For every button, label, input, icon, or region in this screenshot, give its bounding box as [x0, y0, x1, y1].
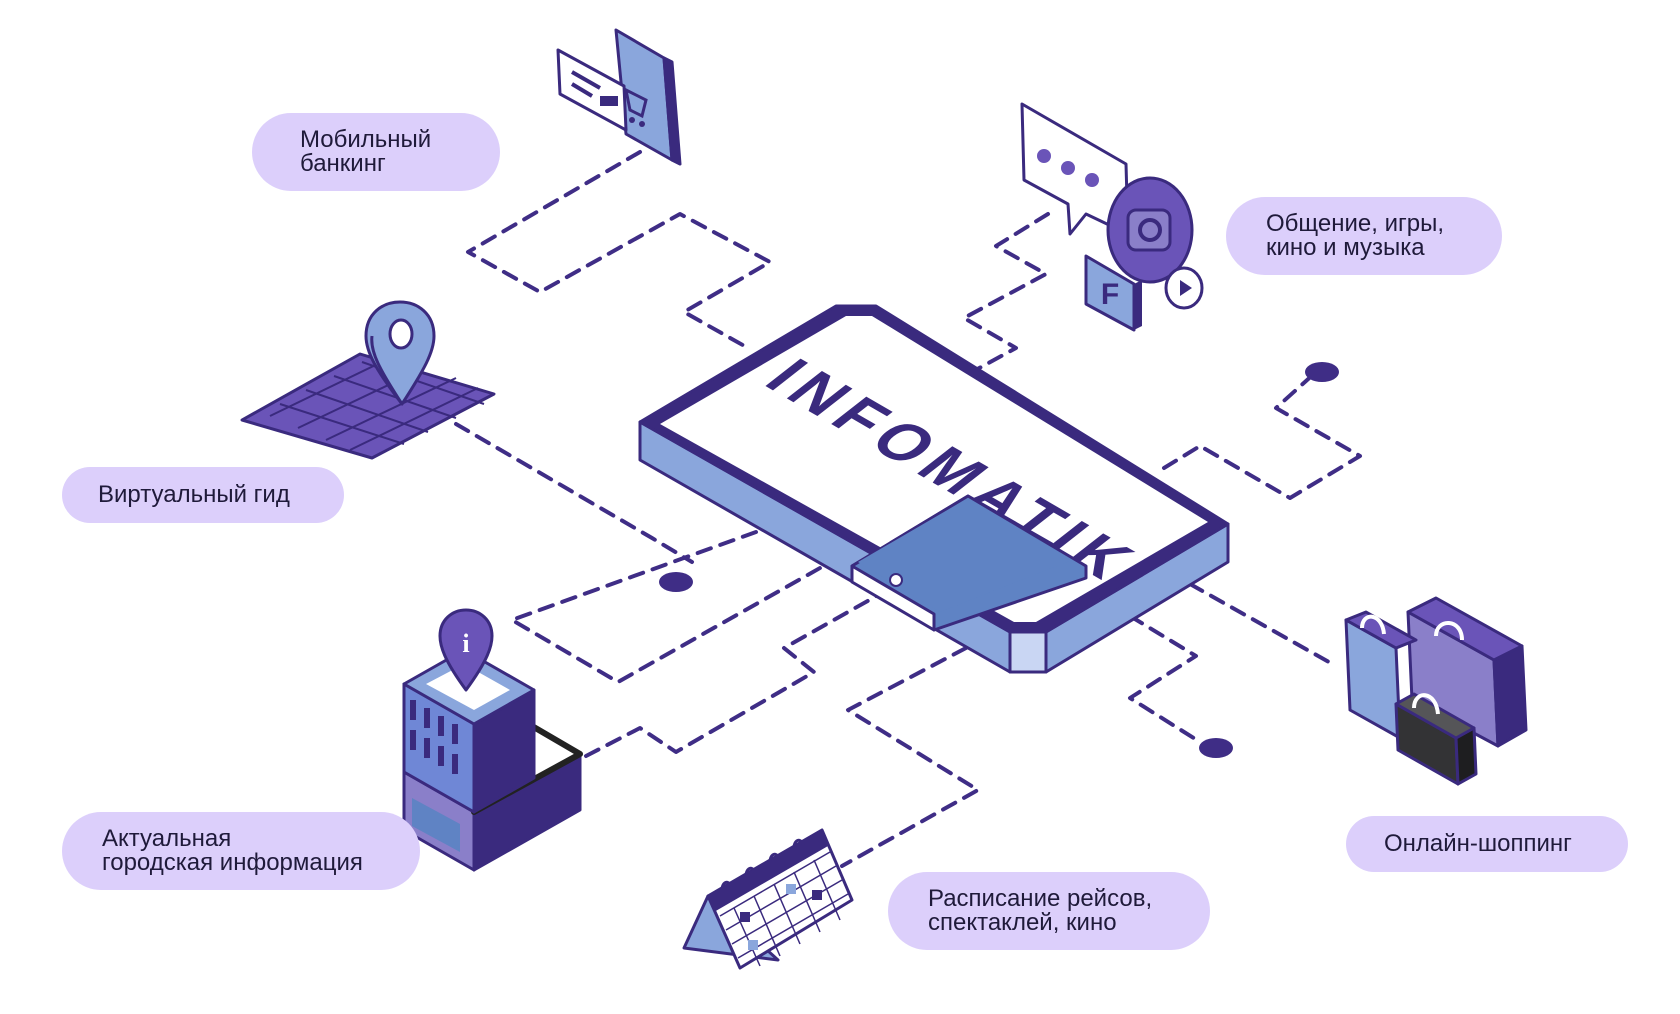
calendar-icon	[682, 828, 854, 970]
connector-mobile-banking	[466, 150, 772, 350]
feature-label-line: Актуальная	[102, 825, 232, 852]
feature-label-online-shopping: Онлайн-шоппинг	[1346, 816, 1628, 872]
feature-label-line: Мобильный	[300, 126, 432, 153]
connector-endpoint-dot	[1199, 738, 1233, 758]
phone-cart-icon	[556, 28, 682, 166]
smartphone-icon	[850, 494, 1088, 632]
connector-city-info-b	[584, 592, 882, 758]
shopping-bags-icon	[1344, 596, 1528, 786]
feature-label-line: Расписание рейсов,	[928, 885, 1153, 912]
feature-label-line: Онлайн-шоппинг	[1384, 830, 1572, 857]
info-building-icon: i	[402, 608, 583, 872]
connector-right-branch-b	[1128, 614, 1202, 744]
connector-social-media	[962, 212, 1050, 374]
chat-social-icon: F	[1020, 102, 1204, 332]
connector-lines	[454, 150, 1362, 868]
feature-label-line: банкинг	[300, 150, 386, 177]
info-letter: i	[462, 629, 469, 658]
connector-endpoint-dot	[1305, 362, 1339, 382]
feature-label-schedule: Расписание рейсов, спектаклей, кино	[888, 872, 1210, 950]
feature-label-line: кино и музыка	[1266, 234, 1425, 261]
feature-label-city-info: Актуальная городская информация	[62, 812, 420, 890]
map-pin-icon	[240, 300, 496, 460]
feature-label-line: спектаклей, кино	[928, 909, 1117, 936]
feature-label-mobile-banking: Мобильный банкинг	[252, 113, 500, 191]
connector-schedule	[840, 646, 980, 868]
connector-city-info-a	[510, 530, 822, 684]
feature-label-line: Общение, игры,	[1266, 210, 1445, 237]
feature-label-social-media: Общение, игры, кино и музыка	[1226, 197, 1502, 275]
connector-online-shopping	[1188, 582, 1338, 668]
connector-virtual-guide	[454, 422, 694, 564]
feature-label-line: Виртуальный гид	[98, 481, 290, 508]
infomatik-terminal: INFOMATIK	[638, 304, 1230, 674]
feature-label-virtual-guide: Виртуальный гид	[62, 467, 344, 523]
connector-right-branch-a	[1162, 370, 1362, 500]
connector-endpoint-dot	[659, 572, 693, 592]
feature-label-line: городская информация	[102, 849, 363, 876]
social-letter: F	[1101, 278, 1119, 311]
